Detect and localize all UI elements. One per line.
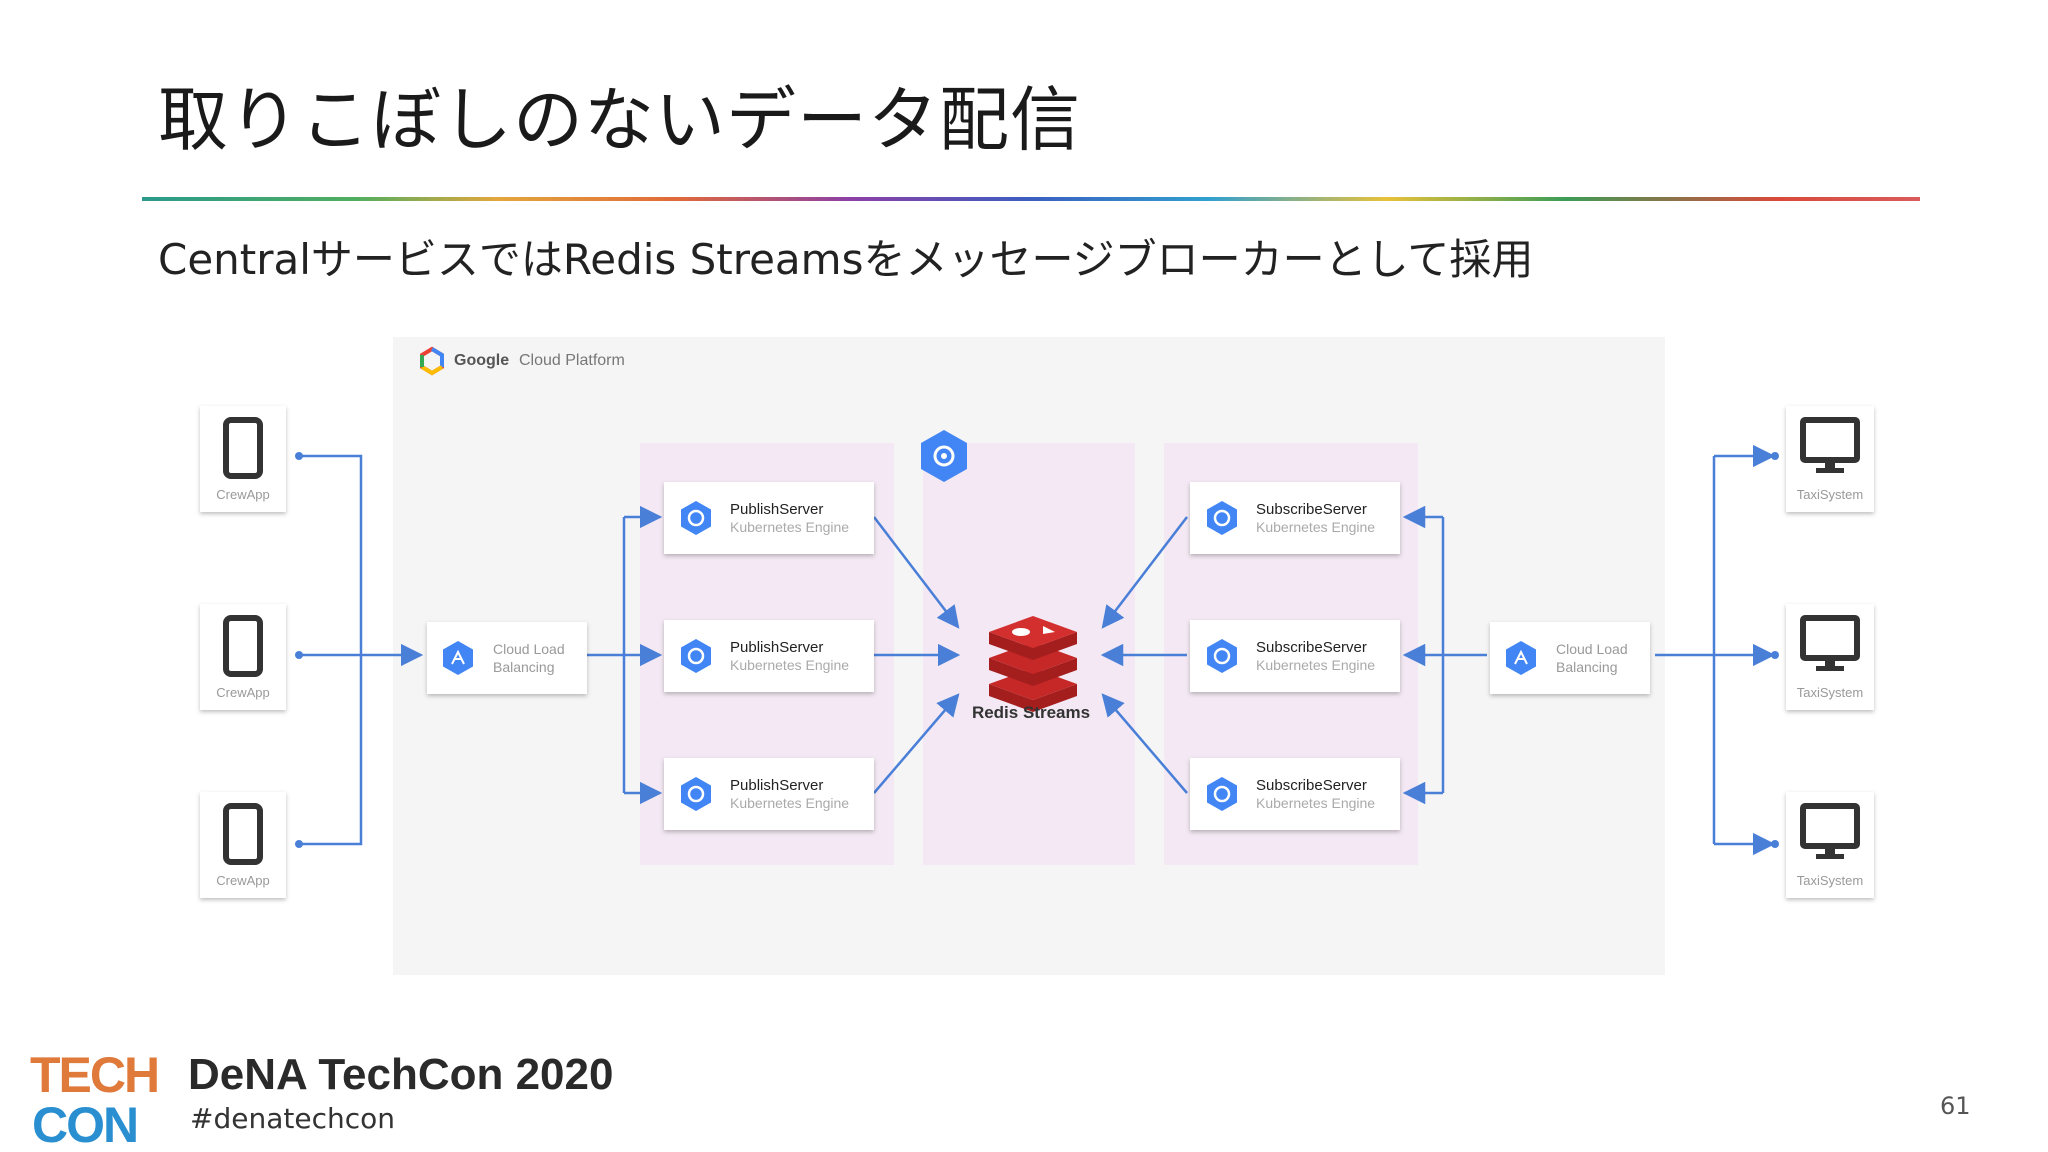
kubernetes-icon [681, 777, 711, 811]
client-label: CrewApp [216, 685, 269, 700]
monitor-icon [1800, 803, 1860, 859]
kubernetes-icon [681, 639, 711, 673]
load-balancer-icon [443, 641, 473, 675]
subscribe-server-card: SubscribeServer Kubernetes Engine [1190, 620, 1400, 692]
slide-subtitle: CentralサービスではRedis Streamsをメッセージブローカーとして… [158, 235, 1534, 284]
monitor-icon [1800, 417, 1860, 473]
smartphone-icon [223, 615, 263, 677]
techcon-logo: TECH CON [30, 1048, 160, 1148]
subscribe-server-card: SubscribeServer Kubernetes Engine [1190, 758, 1400, 830]
client-label: CrewApp [216, 873, 269, 888]
server-engine: Kubernetes Engine [1256, 657, 1375, 673]
memorystore-icon [921, 430, 967, 482]
lb-label-line1: Cloud Load [493, 641, 565, 657]
smartphone-icon [223, 417, 263, 479]
server-name: PublishServer [730, 501, 823, 518]
system-card: TaxiSystem [1786, 792, 1874, 898]
kubernetes-icon [1207, 639, 1237, 673]
gcp-brand-label: Google [454, 352, 509, 369]
system-label: TaxiSystem [1797, 873, 1863, 888]
conference-hashtag: #denatechcon [190, 1102, 395, 1135]
server-engine: Kubernetes Engine [730, 657, 849, 673]
kubernetes-icon [1207, 501, 1237, 535]
smartphone-icon [223, 803, 263, 865]
lb-label-line1: Cloud Load [1556, 641, 1628, 657]
server-engine: Kubernetes Engine [1256, 795, 1375, 811]
load-balancer-card: Cloud Load Balancing [1490, 622, 1650, 694]
server-name: PublishServer [730, 777, 823, 794]
server-name: SubscribeServer [1256, 777, 1367, 794]
gcp-platform-label: Cloud Platform [519, 352, 625, 369]
redis-icon [989, 616, 1077, 712]
client-connectors [295, 444, 1779, 856]
logo-line1: TECH [30, 1048, 158, 1103]
lb-label-line2: Balancing [493, 659, 555, 675]
system-label: TaxiSystem [1797, 685, 1863, 700]
server-engine: Kubernetes Engine [1256, 519, 1375, 535]
system-card: TaxiSystem [1786, 604, 1874, 710]
client-card: CrewApp [200, 406, 286, 512]
gcp-logo-icon [420, 346, 444, 376]
monitor-icon [1800, 615, 1860, 671]
server-name: SubscribeServer [1256, 501, 1367, 518]
publish-server-card: PublishServer Kubernetes Engine [664, 758, 874, 830]
server-name: PublishServer [730, 639, 823, 656]
slide-title: 取りこぼしのないデータ配信 [158, 79, 1081, 161]
client-card: CrewApp [200, 792, 286, 898]
load-balancer-icon [1506, 641, 1536, 675]
load-balancer-card: Cloud Load Balancing [427, 622, 587, 694]
client-card: CrewApp [200, 604, 286, 710]
publish-server-card: PublishServer Kubernetes Engine [664, 620, 874, 692]
architecture-diagram: Google Cloud Platform [200, 346, 1874, 898]
client-label: CrewApp [216, 487, 269, 502]
kubernetes-icon [1207, 777, 1237, 811]
conference-brand: DeNA TechCon 2020 [188, 1050, 614, 1099]
redis-label: Redis Streams [972, 703, 1090, 722]
system-label: TaxiSystem [1797, 487, 1863, 502]
lb-label-line2: Balancing [1556, 659, 1618, 675]
server-engine: Kubernetes Engine [730, 519, 849, 535]
publish-server-card: PublishServer Kubernetes Engine [664, 482, 874, 554]
title-divider [142, 197, 1920, 201]
subscribe-server-card: SubscribeServer Kubernetes Engine [1190, 482, 1400, 554]
kubernetes-icon [681, 501, 711, 535]
logo-line2: CON [32, 1097, 137, 1148]
server-engine: Kubernetes Engine [730, 795, 849, 811]
system-card: TaxiSystem [1786, 406, 1874, 512]
page-number: 61 [1940, 1092, 1971, 1120]
server-name: SubscribeServer [1256, 639, 1367, 656]
